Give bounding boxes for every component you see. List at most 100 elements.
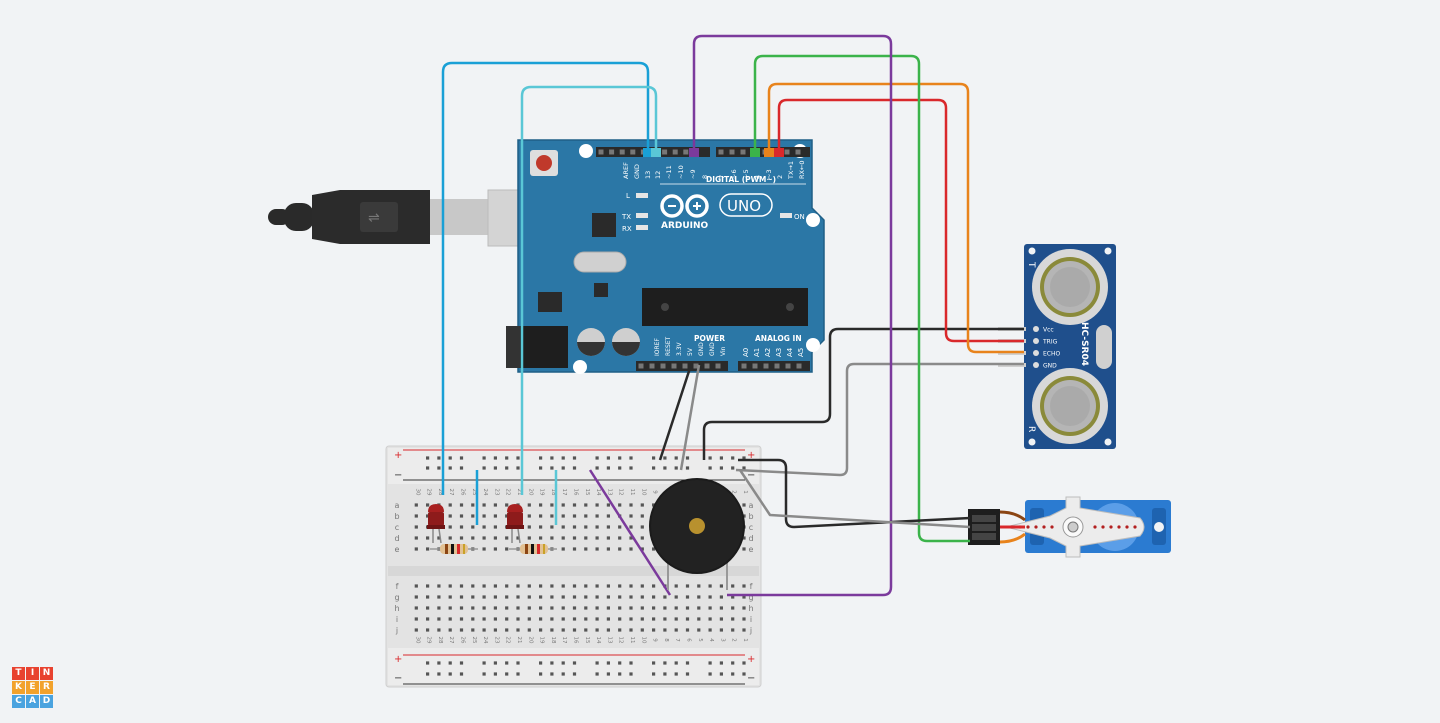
column-number: 11 (629, 489, 635, 496)
row-letter: a (395, 501, 400, 510)
sensor-mark-r: R (1026, 426, 1036, 432)
column-number: 15 (584, 637, 590, 644)
column-number: 1 (742, 490, 748, 494)
analog-header[interactable] (738, 361, 810, 371)
column-number: 27 (448, 489, 454, 496)
wire-pin13-led1[interactable] (441, 61, 650, 495)
rail-minus-top-left: − (394, 470, 402, 481)
column-number: 18 (550, 489, 556, 496)
wire-sensor-gnd[interactable] (702, 327, 1024, 460)
wire-gnd-to-rail[interactable] (658, 364, 693, 461)
column-number: 30 (414, 637, 420, 644)
transducer-bottom (1032, 368, 1108, 444)
micro-servo[interactable] (968, 496, 1171, 558)
wire-pin12-led2[interactable] (520, 85, 658, 495)
sensor-pin-pad (1033, 326, 1039, 332)
piezo-buzzer[interactable] (649, 478, 745, 590)
column-number: 9 (652, 638, 658, 642)
column-number: 7 (674, 638, 680, 642)
column-number: 18 (550, 637, 556, 644)
logo-letter: I (26, 667, 39, 680)
column-number: 26 (460, 637, 466, 644)
power-pin-label: GND (709, 342, 716, 356)
row-letter: i (396, 615, 398, 624)
column-number: 5 (697, 638, 703, 642)
wire-endpoints (643, 148, 784, 157)
breadboard-column-numbers: 1234567891011121314151617181920212223242… (414, 489, 748, 644)
digital-pin-label: ~5 (742, 169, 750, 179)
logo-letter: K (12, 681, 25, 694)
arduino-model: UNO (727, 197, 761, 215)
rail-minus-bottom-left: − (394, 673, 402, 684)
rail-minus-top-right: − (747, 470, 755, 481)
analog-header-title: ANALOG IN (755, 334, 802, 343)
digital-pin-label: AREF (622, 162, 630, 179)
led-red-1[interactable] (427, 504, 445, 544)
analog-pin-label: A5 (797, 348, 805, 357)
column-number: 3 (719, 638, 725, 642)
on-label: ON (794, 213, 805, 221)
wire-sensor-vcc[interactable] (735, 362, 1024, 477)
row-letter: i (750, 615, 752, 624)
power-pin-label: IOREF (654, 338, 661, 356)
column-number: 22 (505, 637, 511, 644)
row-letter: d (394, 534, 399, 543)
column-number: 2 (731, 490, 737, 494)
column-number: 8 (663, 638, 669, 642)
wires[interactable] (441, 34, 1024, 597)
logo-letter: E (26, 681, 39, 694)
arduino-uno[interactable]: ⇌ L TX RX ON (268, 139, 825, 374)
wire-pin4-servo[interactable] (753, 54, 970, 543)
row-letter: b (748, 512, 753, 521)
column-number: 17 (561, 637, 567, 644)
column-number: 24 (482, 637, 488, 644)
row-letter: e (749, 545, 754, 554)
wire-pin3-echo[interactable] (767, 82, 1024, 354)
wire-servo-vcc[interactable] (738, 469, 971, 529)
row-letter: d (748, 534, 753, 543)
row-letter: h (748, 604, 753, 613)
column-number: 19 (539, 489, 545, 496)
column-number: 24 (482, 489, 488, 496)
digital-pin-label: ~11 (665, 165, 673, 179)
logo-letter: N (40, 667, 53, 680)
sensor-pin-label: GND (1043, 363, 1057, 370)
column-number: 13 (606, 637, 612, 644)
wire-buzzer-bridge[interactable] (588, 469, 672, 596)
column-number: 2 (731, 638, 737, 642)
column-number: 6 (686, 638, 692, 642)
column-number: 26 (460, 489, 466, 496)
resistor-1[interactable] (430, 544, 478, 554)
resistor-2[interactable] (509, 544, 557, 554)
wire-servo-gnd[interactable] (738, 458, 971, 529)
row-letter: a (749, 501, 754, 510)
column-number: 23 (493, 637, 499, 644)
digital-pin-label: 4 (754, 175, 762, 179)
column-number: 27 (448, 637, 454, 644)
column-number: 17 (561, 489, 567, 496)
wire-pin2-trig[interactable] (777, 98, 1024, 343)
sensor-pin-label: Vcc (1043, 327, 1054, 334)
digital-header-title: DIGITAL (PWM~) (706, 175, 776, 184)
logo-letter: D (40, 695, 53, 708)
power-header[interactable] (636, 361, 728, 371)
column-number: 30 (414, 489, 420, 496)
column-number: 12 (618, 489, 624, 496)
wire-pin9-buzzer[interactable] (692, 34, 893, 597)
wire-5v-to-rail[interactable] (679, 364, 701, 471)
sensor-pin-label: TRIG (1042, 339, 1058, 346)
logo-letter: A (26, 695, 39, 708)
led-red-2[interactable] (506, 504, 524, 544)
buzzer-hole (689, 518, 705, 534)
column-number: 19 (539, 637, 545, 644)
row-letter: b (394, 512, 399, 521)
power-pin-label: GND (698, 342, 705, 356)
sensor-pin-label: ECHO (1043, 351, 1060, 358)
rail-plus-top-left: + (394, 450, 402, 461)
power-pin-label: RESET (665, 336, 672, 356)
